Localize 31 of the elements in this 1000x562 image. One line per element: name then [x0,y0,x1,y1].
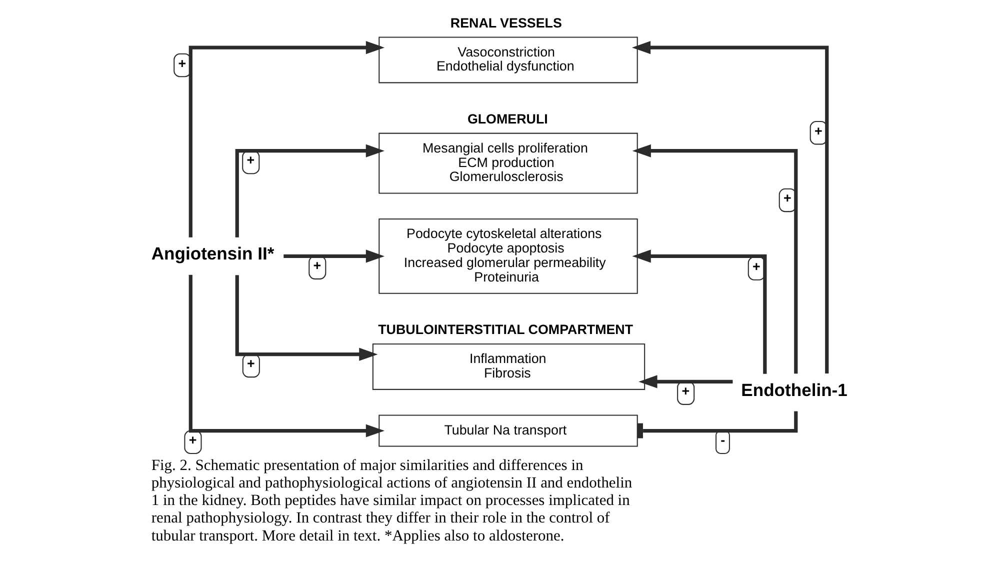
edge-label: + [188,432,196,448]
edge-label: + [681,384,690,399]
edge-label: + [246,152,254,168]
edge-label: + [752,258,760,274]
node-label: TUBULOINTERSTITIAL COMPARTMENT [378,322,633,338]
arrow [632,144,798,374]
edge-label: + [814,123,822,138]
node-box: Inflammation Fibrosis [372,343,645,390]
arrow [631,41,828,374]
arrow [638,375,732,388]
node-box: Podocyte cytoskeletal alterations Podocyte apoptosis Increased glomerular permeability Proteinuria [378,218,638,294]
arrow [234,144,384,238]
edge-label: + [178,56,186,71]
arrow [632,250,766,374]
node-label: GLOMERULI [466,111,548,126]
node-text: Endothelin-1 [740,380,847,400]
connector [636,411,798,438]
edge-label: + [312,258,321,274]
arrow [283,250,384,263]
edge-label: - [720,432,725,448]
edge-label: + [246,356,254,372]
arrow [234,275,378,361]
node-text: Angiotensin II* [150,243,274,264]
edge-label: + [783,190,791,206]
arrow [188,41,384,238]
node-box: Tubular Na transport [378,414,638,447]
node-label: RENAL VESSELS [450,15,562,30]
node-box: Mesangial cells proliferation ECM production Glomerulosclerosis [378,132,638,194]
node-box: Vasoconstriction Endothelial dysfunction [378,36,638,84]
arrow [188,274,384,438]
caption: Fig. 2. Schematic presentation of major similarities and differences in physiological and pathophysiological actions of angiotensin II and endothelin 1 in the kidney. Both peptides have similar impact on processes implicated in renal pathophysiology. In contrast they differ in their role in the control of tubular transport. More detail in text. *Applies also to aldosterone. [150,457,632,544]
